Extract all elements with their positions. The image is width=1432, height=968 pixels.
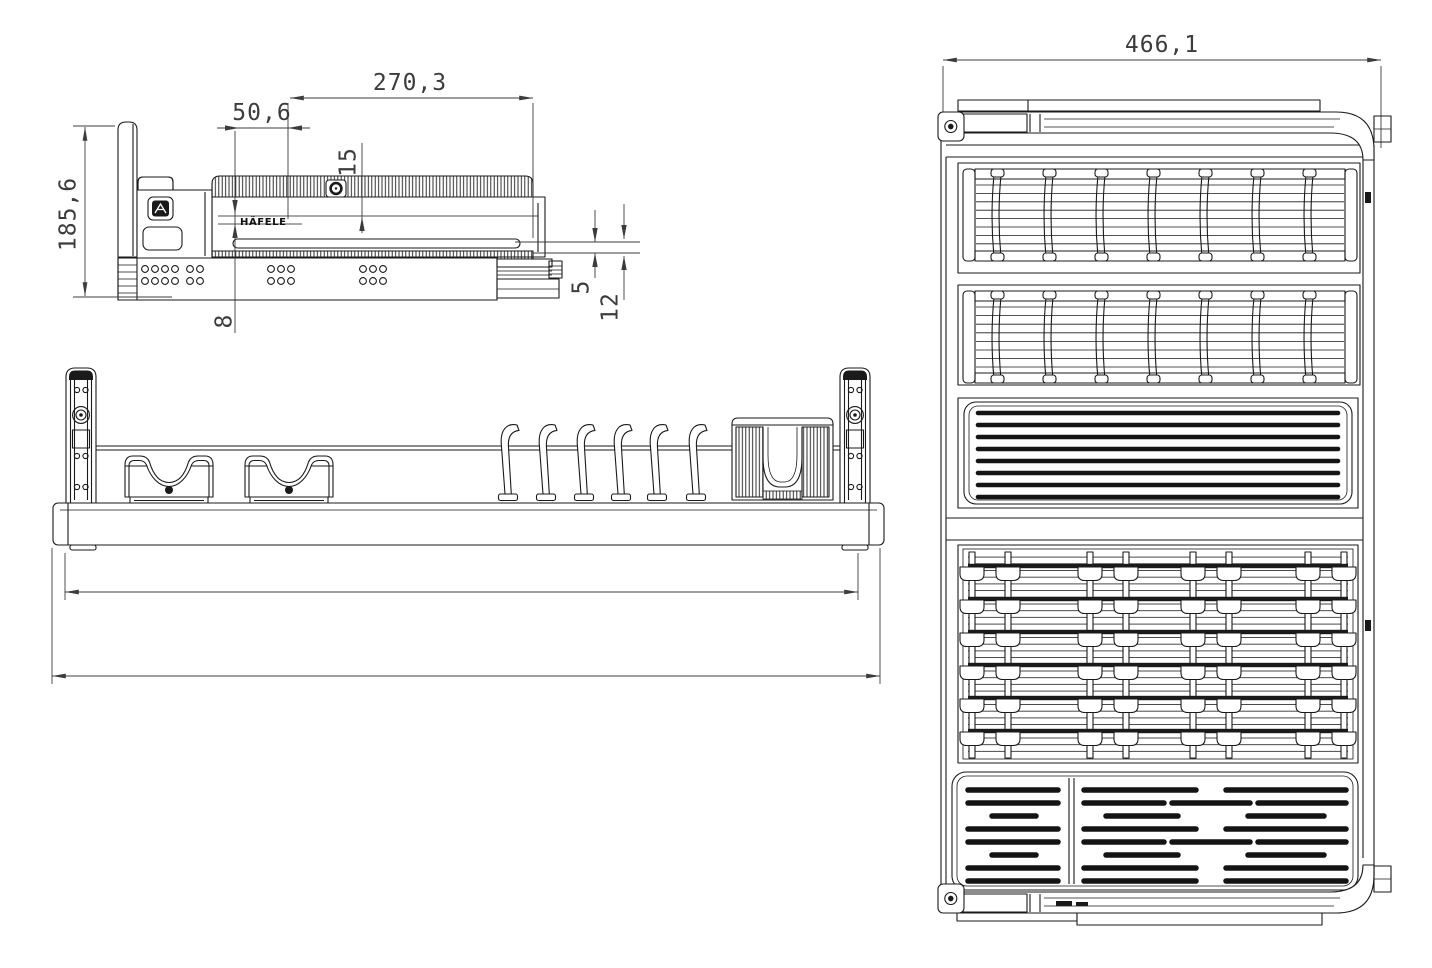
brand-label: HÄFELE (240, 214, 287, 228)
front-post-left (65, 367, 97, 504)
plan-top-rail (937, 99, 1392, 161)
cutlery-basket (731, 417, 834, 501)
dim-clearance-large: 12 (598, 292, 624, 322)
rack-section-1 (957, 162, 1361, 274)
side-rear-post (117, 121, 138, 258)
dim-clearance-small: 5 (569, 280, 595, 295)
dim-top-span: 270,3 (373, 70, 447, 96)
carriage-handle-cutout (142, 226, 183, 251)
brand-logo-icon (147, 196, 174, 221)
rack-section-2 (957, 284, 1361, 386)
side-view: HÄFELE (56, 70, 640, 333)
plate-rack-section (957, 544, 1359, 764)
tray-slots-left (965, 787, 1061, 884)
plate-divider-prongs (497, 424, 708, 502)
side-carriage-block (136, 176, 213, 259)
tray-slots-right (1081, 787, 1349, 884)
dim-overall-width: 466,1 (1125, 32, 1199, 58)
side-top-rail (211, 175, 534, 198)
dim-overall-height: 185,6 (56, 177, 82, 251)
side-slot-bar (232, 238, 521, 249)
plan-bottom-rail (937, 864, 1392, 926)
screw-mount-icon (937, 883, 965, 914)
plate-rack-rails (968, 551, 1348, 759)
dim-back-gap: 8 (212, 314, 238, 329)
plan-dimension: 466,1 (942, 32, 1382, 148)
saddle-holder-2 (244, 455, 334, 505)
cutlery-tray-section (951, 771, 1359, 891)
slide-hole-row (141, 265, 387, 285)
side-drawer-slide (117, 257, 563, 301)
plan-view: 466,1 (937, 32, 1392, 926)
saddle-holder-1 (124, 455, 214, 505)
front-dimensions (51, 548, 881, 684)
dim-front-offset: 50,6 (232, 100, 291, 126)
side-dimensions: 185,6 270,3 50,6 15 8 (56, 70, 640, 333)
dim-inner-drop: 15 (336, 147, 362, 177)
screw-mount-icon (937, 111, 965, 142)
drain-tray (957, 397, 1359, 509)
front-base-platform (52, 502, 885, 551)
front-view (51, 367, 885, 684)
front-post-right (839, 367, 871, 504)
plan-frame (940, 141, 1375, 892)
